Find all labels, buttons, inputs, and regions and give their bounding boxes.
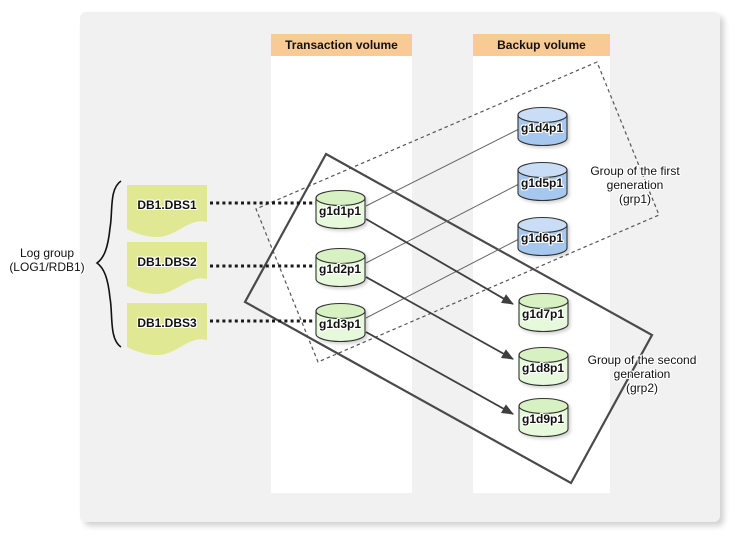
log-group-label-line2: (LOG1/RDB1) bbox=[9, 260, 85, 274]
gen2-backup-volume-label-3: g1d9p1 bbox=[521, 412, 564, 426]
log-group-label-line1: Log group bbox=[19, 246, 75, 260]
second-generation-group-frame bbox=[243, 152, 654, 485]
dataset-label-dbs2: DB1.DBS2 bbox=[137, 255, 197, 269]
transaction-cylinder-1 bbox=[315, 189, 366, 230]
gen1-backup-cylinders bbox=[517, 106, 568, 257]
dataset-mapping-lines bbox=[210, 201, 317, 323]
gen2-backup-cylinder-3 bbox=[518, 397, 569, 438]
first-generation-group-label-line2: generation bbox=[606, 178, 664, 192]
log-group-label: Log group (LOG1/RDB1) bbox=[0, 246, 94, 274]
second-generation-group-label-line3: (grp2) bbox=[625, 381, 658, 395]
dataset-doc-dbs1 bbox=[127, 185, 207, 237]
first-generation-group-label-line3: (grp1) bbox=[618, 192, 651, 206]
gen1-copy-lines bbox=[365, 128, 520, 319]
dataset-label-dbs3: DB1.DBS3 bbox=[137, 316, 197, 330]
first-generation-group-label-line1: Group of the first bbox=[590, 164, 680, 178]
copy-line-g1d2p1-g1d5p1 bbox=[365, 183, 520, 264]
second-generation-group-label: Group of the second generation (grp2) bbox=[577, 353, 707, 395]
gen1-backup-cylinder-3 bbox=[517, 216, 568, 257]
gen2-backup-cylinder-2 bbox=[518, 346, 569, 387]
copy-arrow-g1d2p1-g1d8p1 bbox=[365, 276, 514, 360]
gen1-backup-cylinder-2 bbox=[517, 161, 568, 202]
dataset-doc-dbs2 bbox=[127, 242, 207, 294]
copy-arrow-g1d3p1-g1d9p1 bbox=[365, 331, 514, 415]
gen2-backup-volume-label-1: g1d7p1 bbox=[521, 307, 564, 321]
copy-line-g1d3p1-g1d6p1 bbox=[365, 238, 520, 319]
gen2-backup-cylinders bbox=[518, 292, 569, 438]
backup-volume-header: Backup volume bbox=[473, 34, 610, 56]
second-generation-group-label-line2: generation bbox=[613, 367, 671, 381]
transaction-volume-label-3: g1d3p1 bbox=[318, 317, 361, 331]
gen2-backup-cylinder-1 bbox=[518, 292, 569, 333]
dataset-label-dbs1: DB1.DBS1 bbox=[137, 198, 197, 212]
first-generation-group-label: Group of the first generation (grp1) bbox=[570, 164, 700, 206]
copy-arrow-g1d1p1-g1d7p1 bbox=[365, 218, 514, 305]
transaction-volume-label-2: g1d2p1 bbox=[318, 262, 361, 276]
log-group-brace bbox=[95, 180, 122, 348]
gen2-copy-arrows bbox=[365, 218, 514, 415]
transaction-cylinder-3 bbox=[315, 302, 366, 343]
dataset-doc-dbs3 bbox=[127, 303, 207, 355]
transaction-volume-label-1: g1d1p1 bbox=[318, 204, 361, 218]
gen1-backup-cylinder-1 bbox=[517, 106, 568, 147]
gen1-backup-volume-label-3: g1d6p1 bbox=[520, 231, 563, 245]
gen1-backup-volume-label-1: g1d4p1 bbox=[520, 121, 563, 135]
transaction-cylinder-2 bbox=[315, 247, 366, 288]
first-generation-group-frame bbox=[255, 61, 660, 363]
copy-line-g1d1p1-g1d4p1 bbox=[365, 128, 520, 207]
second-generation-group-label-line1: Group of the second bbox=[587, 353, 697, 367]
transaction-volume-header: Transaction volume bbox=[271, 34, 412, 56]
gen1-backup-volume-label-2: g1d5p1 bbox=[520, 176, 563, 190]
dataset-documents bbox=[127, 185, 207, 355]
gen2-backup-volume-label-2: g1d8p1 bbox=[521, 361, 564, 375]
transaction-cylinders bbox=[315, 189, 366, 343]
